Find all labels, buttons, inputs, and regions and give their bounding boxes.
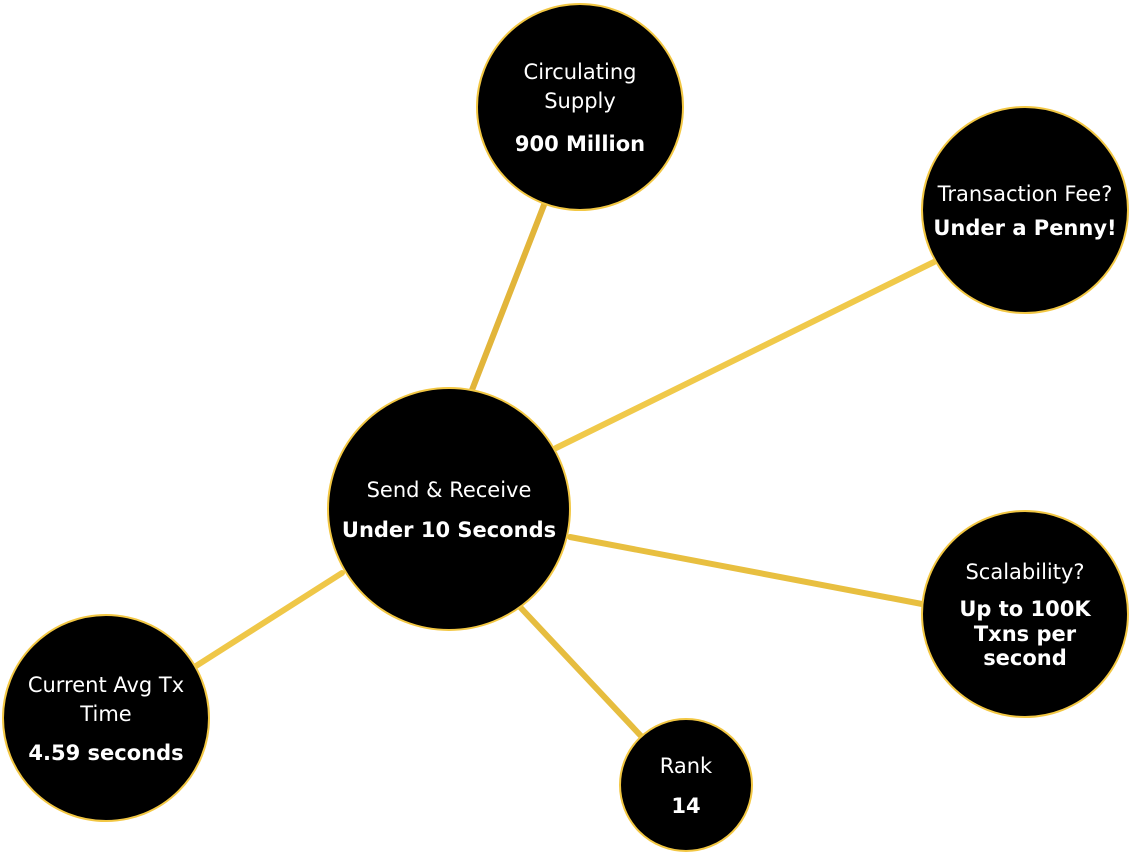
node-label: Rank [659,754,713,779]
node-label: Circulating Supply [523,59,637,113]
node-label: Scalability? [965,560,1085,585]
node-label: Send & Receive [366,478,532,503]
node-value: 4.59 seconds [28,741,184,766]
link-center-to-rank [517,604,644,739]
node-label: Transaction Fee? [937,182,1113,207]
link-center-to-fee [553,259,937,451]
link-center-to-avg-time [193,570,345,669]
node-rank: Rank 14 [619,718,753,852]
node-label: Current Avg Tx Time [27,672,185,726]
node-value: Under 10 Seconds [341,517,557,542]
node-value: Under a Penny! [933,215,1117,240]
node-value: 14 [671,793,701,818]
link-center-to-scalability [567,534,925,607]
node-current-avg-tx-time: Current Avg Tx Time 4.59 seconds [2,614,210,822]
node-circulating-supply: Circulating Supply 900 Million [476,3,684,211]
link-center-to-supply [469,202,547,393]
node-value: Up to 100K Txns per second [959,597,1091,670]
node-transaction-fee: Transaction Fee? Under a Penny! [921,106,1129,314]
node-value: 900 Million [514,132,646,157]
node-send-receive: Send & Receive Under 10 Seconds [327,387,571,631]
node-scalability: Scalability? Up to 100K Txns per second [921,510,1129,718]
